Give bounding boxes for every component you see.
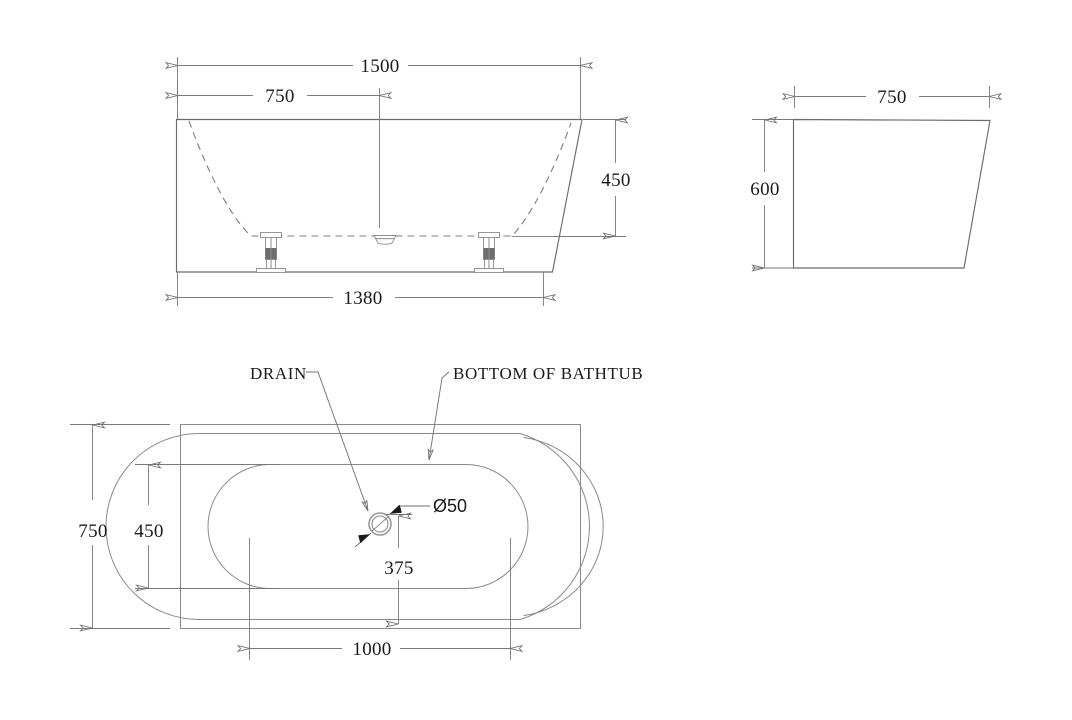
dim-front-1380: 1380 xyxy=(178,272,544,309)
dim-label-750-side: 750 xyxy=(877,87,906,108)
dim-front-750: 750 xyxy=(178,82,380,107)
dim-label-450-front: 450 xyxy=(601,170,630,191)
plan-outer-rim xyxy=(105,433,590,620)
plan-inner-bowl xyxy=(207,464,529,589)
dim-label-750-plan: 750 xyxy=(78,521,107,542)
dim-label-375: 375 xyxy=(384,558,413,579)
dim-plan-750: 750 xyxy=(70,425,170,629)
side-tub-outline xyxy=(792,118,991,269)
bottom-of-bathtub-leader: BOTTOM OF BATHTUB xyxy=(429,364,643,460)
plan-footprint-rect xyxy=(180,424,581,629)
front-elevation-view: 1500 750 450 xyxy=(175,56,630,309)
dim-plan-450: 450 xyxy=(134,465,280,589)
dim-side-600: 600 xyxy=(750,120,793,269)
note-drain: DRAIN xyxy=(250,364,307,383)
drain-leader: DRAIN xyxy=(250,364,369,511)
note-bottom-of-bathtub: BOTTOM OF BATHTUB xyxy=(453,364,643,383)
plan-view: Ø50 DRAIN BOTTOM OF BATHTUB 750 xyxy=(70,364,643,660)
front-foot-left xyxy=(256,232,286,273)
plan-drain-symbol xyxy=(368,512,392,536)
dim-label-450-plan: 450 xyxy=(134,521,163,542)
dia50-leader: Ø50 xyxy=(354,496,467,548)
dim-front-1500: 1500 xyxy=(178,56,581,119)
dim-label-600-side: 600 xyxy=(750,179,779,200)
dim-label-750-front: 750 xyxy=(265,86,294,107)
plan-outer-rim-offset xyxy=(523,437,604,616)
dim-plan-375: 375 xyxy=(384,515,413,625)
dim-label-1500: 1500 xyxy=(360,56,399,77)
dim-label-dia50: Ø50 xyxy=(433,496,467,516)
front-drain-plate xyxy=(373,235,397,245)
dim-plan-1000: 1000 xyxy=(250,538,511,660)
front-tub-outline xyxy=(175,118,583,273)
dim-label-1380: 1380 xyxy=(343,288,382,309)
dim-side-750: 750 xyxy=(795,86,990,108)
dim-front-450: 450 xyxy=(553,120,630,237)
front-foot-right xyxy=(474,232,504,273)
front-inner-bowl-hidden xyxy=(188,120,572,237)
side-elevation-view: 750 600 xyxy=(750,86,990,268)
dim-label-1000: 1000 xyxy=(352,639,391,660)
